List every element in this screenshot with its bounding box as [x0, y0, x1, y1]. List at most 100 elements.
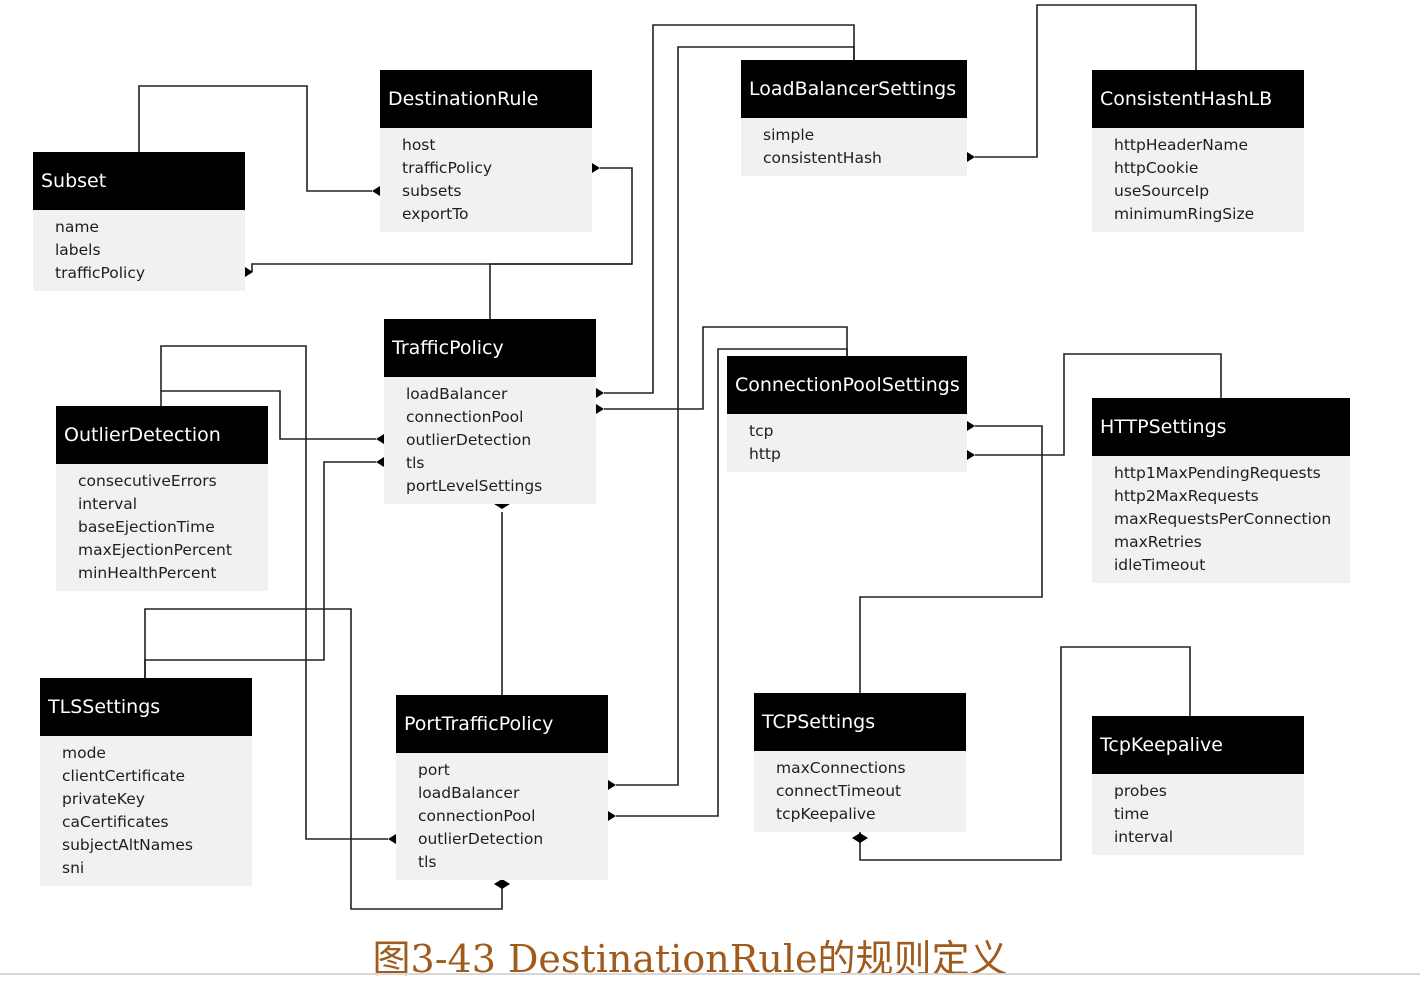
field: subsets	[402, 182, 462, 200]
field: loadBalancer	[406, 385, 508, 403]
port-traffic-policy-entity: PortTrafficPolicy port loadBalancer conn…	[396, 695, 608, 880]
entity-title: HTTPSettings	[1092, 398, 1350, 456]
field: name	[55, 218, 99, 236]
field: tcpKeepalive	[776, 805, 876, 823]
field: maxConnections	[776, 759, 906, 777]
field: probes	[1114, 782, 1167, 800]
field: outlierDetection	[406, 431, 532, 449]
field: idleTimeout	[1114, 556, 1206, 574]
field: tcp	[749, 422, 774, 440]
http-settings-entity: HTTPSettings http1MaxPendingRequests htt…	[1092, 398, 1350, 583]
tcp-settings-keepalive-diamond	[852, 833, 868, 843]
wire-tcp-settings-to-connection-pool	[859, 425, 1043, 693]
field: tls	[406, 454, 425, 472]
field: interval	[1114, 828, 1174, 846]
field: loadBalancer	[418, 784, 520, 802]
field: mode	[62, 744, 106, 762]
field: minHealthPercent	[78, 564, 217, 582]
field: baseEjectionTime	[78, 518, 215, 536]
field: http2MaxRequests	[1114, 487, 1259, 505]
entity-fields: loadBalancer connectionPool outlierDetec…	[384, 377, 596, 504]
wire-outlier-detection-to-port-traffic-policy	[160, 345, 388, 840]
entity-fields: consecutiveErrors interval baseEjectionT…	[56, 464, 268, 591]
wire-connection-pool-to-traffic-policy	[604, 326, 848, 410]
field: consecutiveErrors	[78, 472, 217, 490]
field: time	[1114, 805, 1150, 823]
subset-entity: Subset name labels trafficPolicy	[33, 152, 245, 291]
entity-fields: port loadBalancer connectionPool outlier…	[396, 753, 608, 880]
field: connectionPool	[406, 408, 524, 426]
wire-load-balancer-settings-to-traffic-policy	[604, 24, 855, 394]
tcp-keepalive-entity: TcpKeepalive probes time interval	[1092, 716, 1304, 855]
wire-subset-to-destination-rule	[138, 85, 372, 192]
consistent-hash-lb-entity: ConsistentHashLB httpHeaderName httpCook…	[1092, 70, 1304, 232]
wire-tls-settings-to-port-traffic-policy	[144, 608, 503, 910]
field: simple	[763, 126, 815, 144]
field: httpCookie	[1114, 159, 1199, 177]
entity-fields: name labels trafficPolicy	[33, 210, 245, 291]
page-divider	[0, 973, 1420, 975]
wire-outlier-detection-to-traffic-policy	[160, 390, 376, 440]
port-traffic-policy-tls-diamond	[494, 879, 510, 889]
entity-title: TLSSettings	[40, 678, 252, 736]
field: host	[402, 136, 436, 154]
field: http	[749, 445, 781, 463]
field: http1MaxPendingRequests	[1114, 464, 1321, 482]
entity-fields: simple consistentHash	[741, 118, 967, 176]
field: port	[418, 761, 450, 779]
outlier-detection-entity: OutlierDetection consecutiveErrors inter…	[56, 406, 268, 591]
field: maxRequestsPerConnection	[1114, 510, 1332, 528]
connector-layer	[138, 4, 1222, 910]
wire-tcp-keepalive-to-tcp-settings	[859, 646, 1191, 861]
field: maxRetries	[1114, 533, 1202, 551]
wire-http-settings-to-connection-pool	[975, 353, 1222, 456]
entity-fields: maxConnections connectTimeout tcpKeepali…	[754, 751, 966, 832]
entity-title: PortTrafficPolicy	[396, 695, 608, 753]
entity-title: ConnectionPoolSettings	[727, 356, 967, 414]
field: trafficPolicy	[402, 159, 493, 177]
entity-fields: http1MaxPendingRequests http2MaxRequests…	[1092, 456, 1350, 583]
field: httpHeaderName	[1114, 136, 1248, 154]
field: exportTo	[402, 205, 469, 223]
traffic-policy-entity: TrafficPolicy loadBalancer connectionPoo…	[384, 319, 596, 504]
connection-pool-settings-entity: ConnectionPoolSettings tcp http	[727, 356, 967, 472]
destination-rule-entity: DestinationRule host trafficPolicy subse…	[380, 70, 592, 232]
field: minimumRingSize	[1114, 205, 1255, 223]
entity-title: DestinationRule	[380, 70, 592, 128]
field: labels	[55, 241, 101, 259]
tcp-settings-entity: TCPSettings maxConnections connectTimeou…	[754, 693, 966, 832]
entity-title: LoadBalancerSettings	[741, 60, 967, 118]
entity-fields: tcp http	[727, 414, 967, 472]
entity-fields: httpHeaderName httpCookie useSourceIp mi…	[1092, 128, 1304, 232]
wire-consistent-hash-to-load-balancer	[975, 4, 1197, 158]
field: caCertificates	[62, 813, 169, 831]
entity-fields: mode clientCertificate privateKey caCert…	[40, 736, 252, 886]
field: connectTimeout	[776, 782, 902, 800]
wire-traffic-policy-to-subset	[251, 263, 632, 272]
entity-title: TCPSettings	[754, 693, 966, 751]
field: outlierDetection	[418, 830, 544, 848]
field: clientCertificate	[62, 767, 186, 785]
entity-fields: host trafficPolicy subsets exportTo	[380, 128, 592, 232]
tls-settings-entity: TLSSettings mode clientCertificate priva…	[40, 678, 252, 886]
field: privateKey	[62, 790, 145, 808]
field: connectionPool	[418, 807, 536, 825]
field: tls	[418, 853, 437, 871]
entity-title: ConsistentHashLB	[1092, 70, 1304, 128]
field: subjectAltNames	[62, 836, 193, 854]
entity-title: Subset	[33, 152, 245, 210]
field: portLevelSettings	[406, 477, 543, 495]
diagram-canvas: DestinationRule host trafficPolicy subse…	[33, 4, 1350, 910]
entity-title: OutlierDetection	[56, 406, 268, 464]
wire-connection-pool-to-port-traffic-policy	[616, 348, 848, 817]
field: useSourceIp	[1114, 182, 1210, 200]
field: maxEjectionPercent	[78, 541, 232, 559]
field: trafficPolicy	[55, 264, 146, 282]
entity-fields: probes time interval	[1092, 774, 1304, 855]
load-balancer-settings-entity: LoadBalancerSettings simple consistentHa…	[741, 60, 967, 176]
entity-title: TrafficPolicy	[384, 319, 596, 377]
wire-load-balancer-settings-to-port-traffic-policy	[616, 46, 855, 786]
field: interval	[78, 495, 138, 513]
entity-title: TcpKeepalive	[1092, 716, 1304, 774]
field: consistentHash	[763, 149, 882, 167]
